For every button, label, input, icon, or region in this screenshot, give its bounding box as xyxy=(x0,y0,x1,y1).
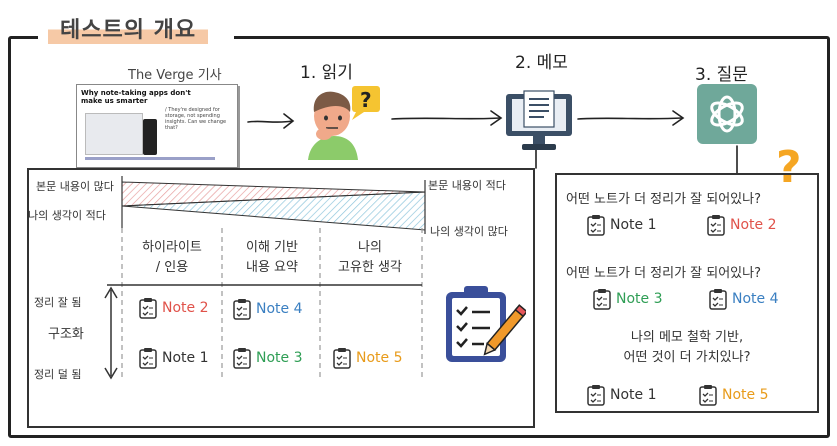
matrix-graphics xyxy=(104,176,426,380)
question-3-note-a-label: Note 1 xyxy=(610,387,657,403)
question-3-note-b[interactable]: Note 5 xyxy=(698,384,769,406)
matrix-note-3-label: Note 3 xyxy=(256,350,303,366)
gradient-label-top-right: 본문 내용이 적다 xyxy=(428,179,506,192)
step-question-label: 3. 질문 xyxy=(695,65,748,85)
clipboard-icon xyxy=(233,299,251,320)
page-title: 테스트의 개요 xyxy=(48,12,209,44)
question-1-text: 어떤 노트가 더 정리가 잘 되어있나? xyxy=(566,192,762,207)
clipboard-icon xyxy=(233,348,251,369)
matrix-note-1[interactable]: Note 1 xyxy=(138,347,209,369)
question-1-note-b[interactable]: Note 2 xyxy=(706,214,777,236)
clipboard-icon xyxy=(587,215,605,236)
matrix-note-4[interactable]: Note 4 xyxy=(232,298,303,320)
article-thumbnail: Why note-taking apps don't make us smart… xyxy=(76,84,238,168)
computer-memo-icon xyxy=(506,90,572,150)
arrow-article-to-read xyxy=(247,120,293,123)
question-1-note-a-label: Note 1 xyxy=(610,217,657,233)
chatgpt-icon xyxy=(697,84,757,144)
clipboard-icon xyxy=(587,385,605,406)
arrow-memo-to-question xyxy=(577,117,683,120)
article-screenshot xyxy=(85,113,143,155)
clipboard-icon xyxy=(699,385,717,406)
question-1-note-b-label: Note 2 xyxy=(730,217,777,233)
column-header-highlight: 하이라이트 / 인용 xyxy=(142,240,202,275)
question-2-note-a-label: Note 3 xyxy=(616,291,663,307)
thinking-person-icon: ? xyxy=(308,86,380,160)
question-3-line-2: 어떤 것이 더 가치있나? xyxy=(623,350,751,365)
axis-label-mid: 구조화 xyxy=(48,327,84,342)
axis-label-bottom: 정리 덜 됨 xyxy=(34,368,82,381)
clipboard-icon xyxy=(709,289,727,310)
question-3-note-a[interactable]: Note 1 xyxy=(586,384,657,406)
matrix-note-3[interactable]: Note 3 xyxy=(232,347,303,369)
clipboard-icon xyxy=(139,348,157,369)
question-3-line-1: 나의 메모 철학 기반, xyxy=(630,330,744,345)
article-footer-bar xyxy=(85,157,215,160)
matrix-note-1-label: Note 1 xyxy=(162,350,209,366)
question-2-note-a[interactable]: Note 3 xyxy=(592,288,663,310)
overview-frame xyxy=(8,36,830,438)
article-source-label: The Verge 기사 xyxy=(128,68,222,83)
article-phone-image xyxy=(143,119,157,155)
matrix-note-5-label: Note 5 xyxy=(356,350,403,366)
step-memo-label: 2. 메모 xyxy=(515,53,568,73)
matrix-note-5[interactable]: Note 5 xyxy=(332,347,403,369)
matrix-note-4-label: Note 4 xyxy=(256,301,303,317)
step-read-label: 1. 읽기 xyxy=(300,63,353,83)
question-2-note-b-label: Note 4 xyxy=(732,291,779,307)
question-1-note-a[interactable]: Note 1 xyxy=(586,214,657,236)
gradient-label-bottom-right: 나의 생각이 많다 xyxy=(430,225,508,238)
column-header-summary: 이해 기반 내용 요약 xyxy=(246,240,298,275)
clipboard-icon xyxy=(333,348,351,369)
arrow-read-to-memo xyxy=(391,117,501,120)
matrix-note-2[interactable]: Note 2 xyxy=(138,297,209,319)
article-sidebar-text: / They're designed for storage, not spen… xyxy=(165,107,227,131)
clipboard-checklist-icon xyxy=(446,286,526,362)
article-headline: Why note-taking apps don't make us smart… xyxy=(81,89,191,105)
clipboard-icon xyxy=(593,289,611,310)
gradient-label-bottom-left: 나의 생각이 적다 xyxy=(28,209,106,222)
matrix-note-2-label: Note 2 xyxy=(162,300,209,316)
question-2-text: 어떤 노트가 더 정리가 잘 되어있나? xyxy=(566,266,762,281)
question-3-note-b-label: Note 5 xyxy=(722,387,769,403)
svg-text:?: ? xyxy=(776,142,802,190)
svg-text:?: ? xyxy=(360,88,372,112)
question-mark-icon: ? xyxy=(776,142,802,190)
clipboard-icon xyxy=(139,298,157,319)
question-2-note-b[interactable]: Note 4 xyxy=(708,288,779,310)
gradient-label-top-left: 본문 내용이 많다 xyxy=(36,180,114,193)
axis-label-top: 정리 잘 됨 xyxy=(34,296,82,309)
column-header-own-thought: 나의 고유한 생각 xyxy=(338,240,402,275)
question-panel xyxy=(555,173,819,413)
notes-matrix-panel xyxy=(27,168,535,428)
clipboard-icon xyxy=(707,215,725,236)
